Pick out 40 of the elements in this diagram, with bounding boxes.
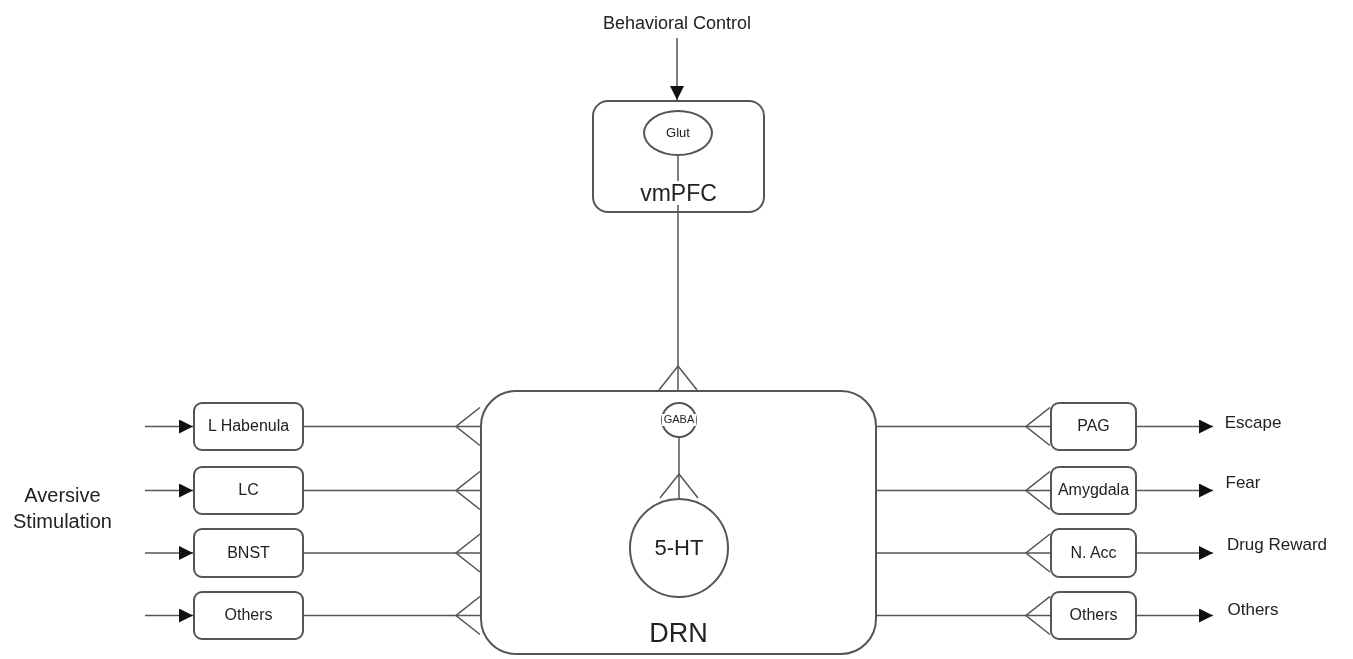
- region-box: [1050, 402, 1137, 451]
- arrow: [144, 483, 194, 498]
- output-label: Others: [1213, 597, 1293, 623]
- synapse-connector: [876, 470, 1051, 511]
- region-box: [592, 100, 765, 213]
- region-box: [193, 402, 304, 451]
- synapse-connector: [303, 470, 481, 511]
- region-name: vmPFC: [638, 180, 719, 205]
- arrow: [1136, 608, 1214, 623]
- synapse-connector: [876, 533, 1051, 573]
- synapse-connector: [303, 595, 481, 636]
- synapse-connector: [876, 595, 1051, 636]
- arrow: [1136, 546, 1214, 560]
- arrow: [144, 608, 194, 623]
- synapse-connector: [303, 406, 481, 447]
- region-box: [1050, 466, 1137, 515]
- region-box: [193, 466, 304, 515]
- region-box: [193, 528, 304, 578]
- region-box: [1050, 528, 1137, 578]
- input-label: Aversive Stimulation: [12, 483, 113, 534]
- output-label: Drug Reward: [1213, 532, 1341, 558]
- input-label: Behavioral Control: [577, 8, 777, 38]
- output-label: Fear: [1213, 470, 1273, 496]
- transmitter-circle: [661, 402, 697, 438]
- arrow: [1136, 483, 1214, 498]
- arrow: [670, 37, 684, 101]
- region-box: [1050, 591, 1137, 640]
- region-name: GABA: [661, 414, 697, 426]
- nucleus-box: [480, 390, 877, 655]
- region-name: Amygdala: [1055, 482, 1132, 499]
- arrow: [144, 546, 194, 560]
- synapse-connector: [658, 155, 698, 391]
- output-label: Escape: [1213, 410, 1293, 436]
- synapse-connector: [303, 533, 481, 573]
- region-name: Glut: [664, 126, 692, 140]
- region-box: [193, 591, 304, 640]
- synapse-connector: [876, 406, 1051, 447]
- arrow: [144, 419, 194, 434]
- synapse-connector: [659, 437, 699, 499]
- arrow: [1136, 419, 1214, 434]
